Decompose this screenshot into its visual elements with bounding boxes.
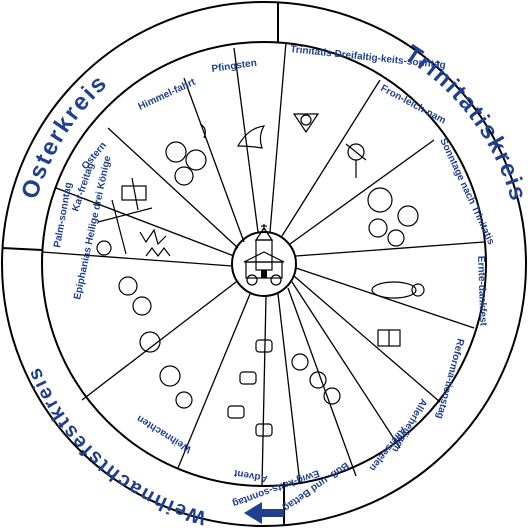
church-icon bbox=[244, 224, 284, 285]
center-circle bbox=[232, 232, 296, 296]
feast-labels: Ostern Himmel-fahrt Pfingsten Trinitatis… bbox=[52, 44, 496, 513]
arrow-left-icon bbox=[244, 502, 284, 524]
feast-weihnachten: Weihnachten bbox=[135, 413, 193, 455]
feast-himmelfahrt: Himmel-fahrt bbox=[137, 76, 198, 112]
feast-reformationstag: Reforma-tionstag bbox=[434, 337, 466, 420]
feast-advent: Advent bbox=[233, 467, 269, 484]
feast-palmsonntag: Palm-sonntag bbox=[52, 181, 74, 248]
feast-epiphanias: Epiphanias Heilige drei Könige bbox=[72, 154, 113, 300]
divider-weihnachten-oster bbox=[2, 248, 42, 250]
feast-erntedankfest: Ernte-dankfest bbox=[475, 256, 488, 327]
feast-pfingsten: Pfingsten bbox=[211, 58, 258, 75]
